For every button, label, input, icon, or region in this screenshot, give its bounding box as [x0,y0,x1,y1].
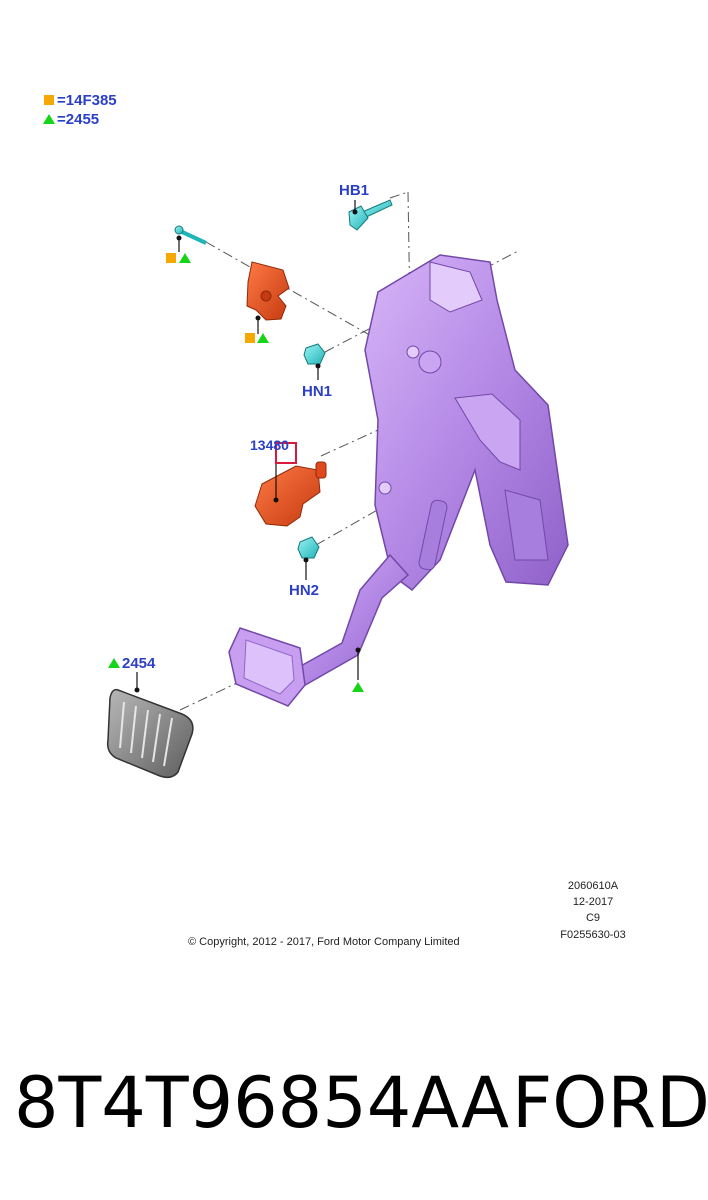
nut-hn2 [297,536,320,559]
callout-13480: 13480 [250,437,289,453]
pedal-assembly-diagram [106,191,569,779]
bolt-top-left [174,225,207,245]
callout-hn2: HN2 [289,582,320,599]
callout-2454: 2454 [122,655,156,672]
legend-text-triangle: =2455 [57,110,100,128]
highlight-box [275,442,297,464]
legend-row-square: =14F385 [43,91,117,109]
nut-hn1 [303,343,326,365]
green-triangle-icon [43,114,55,124]
legend-text-square: =14F385 [57,91,117,109]
footer-part-number: 8T4T96854AA [14,1062,509,1144]
legend-row-triangle: =2455 [43,110,100,128]
ref-code-2: 12-2017 [572,896,614,908]
copyright-notice: © Copyright, 2012 - 2017, Ford Motor Com… [188,936,460,948]
leader-lines [136,200,359,690]
leader-dots [134,209,361,693]
orange-switch-13480 [254,461,327,527]
pedal-pad-2454 [106,688,194,779]
pedal-bracket [228,254,569,707]
callout-hb1: HB1 [339,182,370,199]
callout-hn1: HN1 [302,383,333,400]
ref-code-3: C9 [585,912,601,924]
ref-code-4: F0255630-03 [560,929,626,941]
orange-sensor-top [246,261,290,321]
ref-code-1: 2060610A [567,880,619,892]
orange-square-icon [44,95,54,105]
part-symbols [108,253,364,692]
footer-brand: FORD [512,1062,708,1144]
